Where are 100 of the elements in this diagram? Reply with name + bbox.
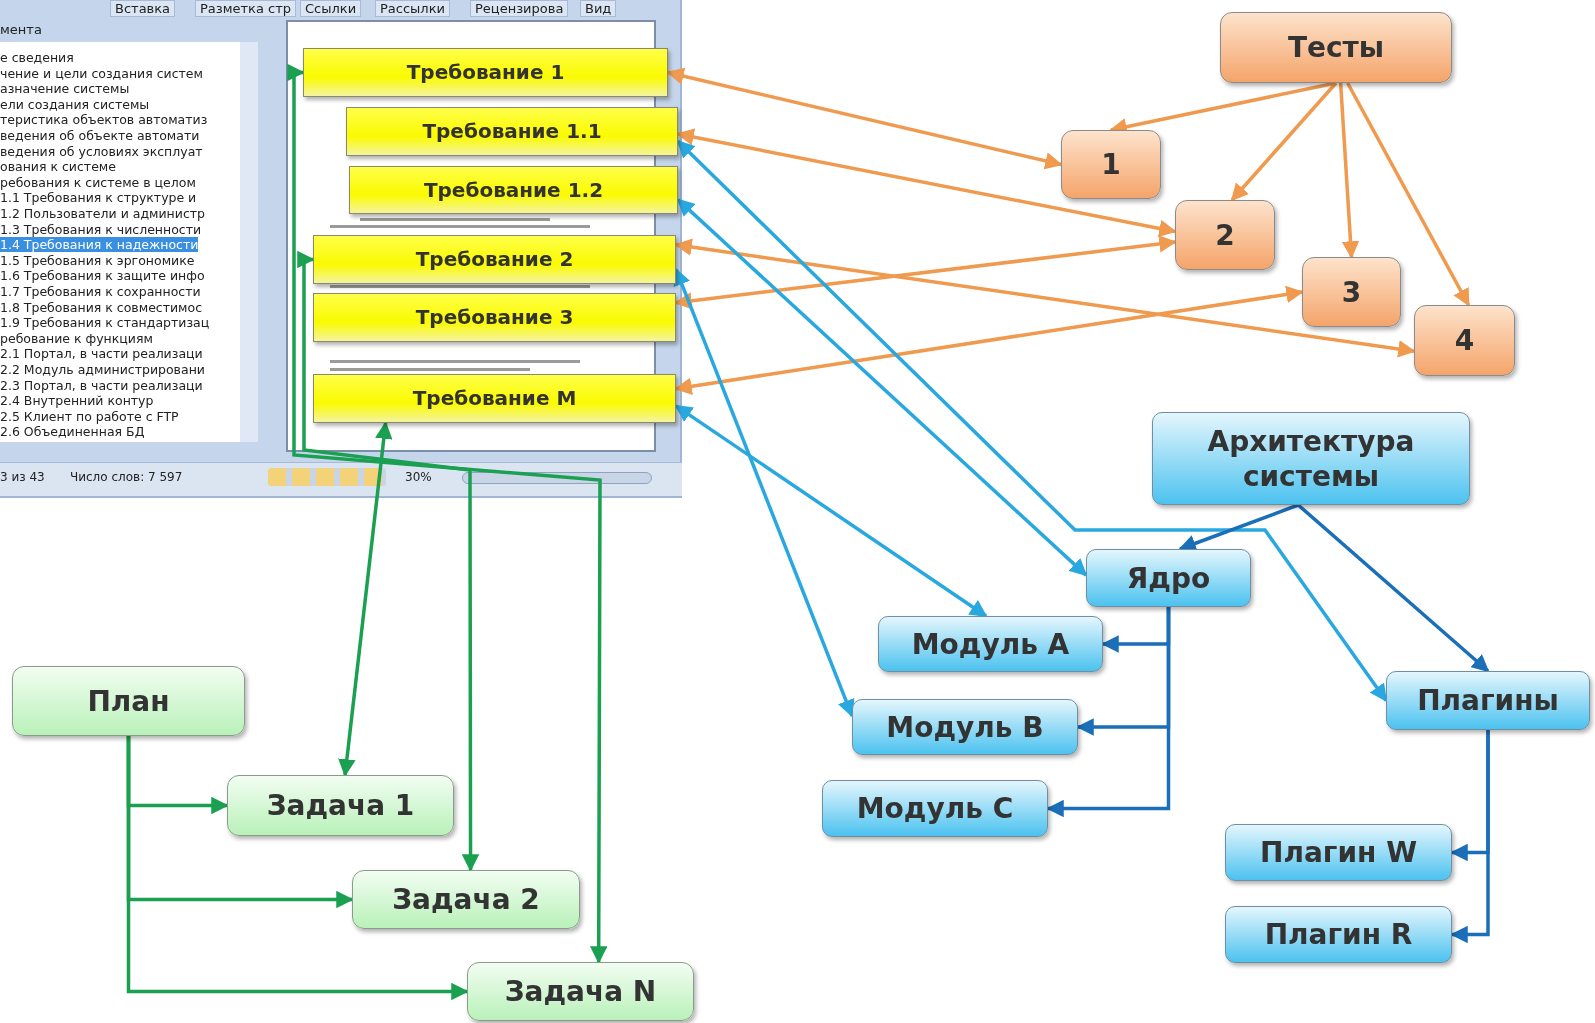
- component-box: [1086, 549, 1251, 607]
- requirement-box: [313, 235, 676, 284]
- word-count: Число слов: 7 597: [70, 470, 183, 484]
- requirement-box: [349, 166, 678, 214]
- test-box: [1061, 130, 1161, 199]
- outline-item: 1.5 Требования к эргономике: [0, 252, 195, 268]
- node-label: План: [87, 683, 170, 719]
- menu-tab: Рецензирова: [470, 0, 569, 17]
- arrow: [1297, 503, 1490, 673]
- outline-item: 1.9 Требования к стандартизац: [0, 315, 210, 331]
- node-label: Задача 1: [266, 788, 415, 823]
- outline-item: 1.1 Требования к структуре и: [0, 190, 197, 206]
- outline-item: 2.2 Модуль администрировани: [0, 362, 205, 377]
- node-label: 1: [1101, 147, 1121, 182]
- arrow: [1046, 607, 1171, 818]
- outline-item: 1.3 Требования к численности: [0, 221, 202, 237]
- outline-item: ели создания системы: [0, 96, 150, 112]
- arrow: [673, 267, 855, 718]
- arrow: [676, 198, 1088, 577]
- zoom-level: 30%: [405, 470, 432, 484]
- arrow: [674, 235, 1177, 310]
- component-box: [1225, 824, 1452, 881]
- outline-item: ребования к системе в целом: [0, 174, 196, 190]
- node-label: Тесты: [1287, 30, 1385, 65]
- arrow: [126, 736, 469, 1001]
- arrow: [676, 128, 1177, 238]
- test-box: [1175, 200, 1275, 270]
- node-label: Требование 1.2: [423, 177, 604, 203]
- node-label: Плагины: [1417, 683, 1559, 718]
- menu-tab: Разметка стр: [195, 0, 297, 17]
- requirement-box: [313, 374, 676, 423]
- node-label: 4: [1454, 323, 1475, 358]
- node-label: Архитектура системы: [1206, 423, 1416, 494]
- arrow: [297, 250, 480, 872]
- outline-item: ведения об условиях эксплуат: [0, 143, 203, 159]
- node-label: 2: [1215, 217, 1235, 253]
- component-box: [1386, 671, 1590, 730]
- outline-item: чение и цели создания систем: [0, 65, 203, 81]
- outline-item: 1.8 Требования к совместимос: [0, 299, 203, 315]
- arrow: [338, 421, 393, 777]
- component-box: [822, 780, 1048, 837]
- arrow: [674, 238, 1416, 358]
- requirement-box: [313, 293, 676, 342]
- arrow: [1230, 81, 1338, 202]
- pane-title: мента: [0, 22, 42, 37]
- outline-item: ребование к функциям: [0, 330, 153, 346]
- node-label: Требование M: [412, 386, 577, 411]
- outline-item: 2.5 Клиент по работе с FTP: [0, 408, 179, 424]
- node-label: Требование 3: [415, 305, 574, 330]
- outline-item: азначение системы: [0, 81, 130, 97]
- outline-item: 1.6 Требования к защите инфо: [0, 268, 205, 284]
- menu-tab: Рассылки: [375, 0, 450, 17]
- test-box: [1414, 305, 1515, 376]
- outline-item: 1.7 Требования к сохранности: [0, 284, 201, 299]
- task-box: [467, 962, 694, 1021]
- outline-item: 1.4 Требования к надежности: [0, 237, 199, 253]
- node-label: Модуль A: [911, 626, 1070, 662]
- task-box: [352, 870, 580, 929]
- outline-item: 2.4 Внутренний контур: [0, 393, 154, 409]
- outline-item: е сведения: [0, 50, 74, 65]
- test-box: [1302, 257, 1401, 327]
- arrow: [287, 63, 608, 964]
- page-count: 3 из 43: [0, 470, 45, 484]
- arrow: [674, 404, 988, 618]
- outline-item: 1.2 Пользователи и администр: [0, 206, 205, 221]
- node-label: Требование 2: [415, 247, 574, 272]
- component-box: [1152, 412, 1470, 505]
- task-box: [227, 775, 454, 836]
- requirement-box: [346, 107, 678, 156]
- node-label: Требование 1: [406, 60, 565, 85]
- node-label: Модуль B: [886, 709, 1044, 745]
- arrow: [1450, 730, 1490, 944]
- requirement-box: [303, 48, 668, 97]
- test-box: [1220, 12, 1452, 83]
- node-label: 3: [1341, 274, 1362, 310]
- arrow: [1346, 82, 1471, 307]
- node-label: Модуль C: [856, 791, 1014, 826]
- node-label: Задача N: [504, 974, 657, 1009]
- menu-tab: Ссылки: [300, 0, 362, 17]
- component-box: [852, 699, 1078, 755]
- node-label: Плагин W: [1259, 835, 1418, 870]
- outline-item: ования к системе: [0, 159, 116, 175]
- arrow: [1338, 82, 1360, 259]
- arrow: [674, 285, 1304, 395]
- component-box: [878, 616, 1103, 672]
- menu-tab: Вид: [580, 0, 617, 17]
- outline-item: 2.3 Портал, в части реализаци: [0, 377, 203, 393]
- outline-item: ведения об объекте автомати: [0, 128, 200, 143]
- node-label: Плагин R: [1264, 917, 1413, 952]
- menu-tab: Вставка: [110, 0, 176, 17]
- outline-item: 2.1 Портал, в части реализаци: [0, 346, 203, 362]
- outline-item: 2.6 Объединенная БД: [0, 424, 145, 440]
- component-box: [1225, 906, 1452, 963]
- node-label: Задача 2: [392, 882, 540, 917]
- outline-item: теристика объектов автоматиз: [0, 112, 208, 128]
- arrow: [676, 140, 1388, 702]
- node-label: Ядро: [1126, 560, 1211, 596]
- arrow: [666, 67, 1063, 170]
- task-box: [12, 666, 245, 736]
- node-label: Требование 1.1: [422, 119, 602, 144]
